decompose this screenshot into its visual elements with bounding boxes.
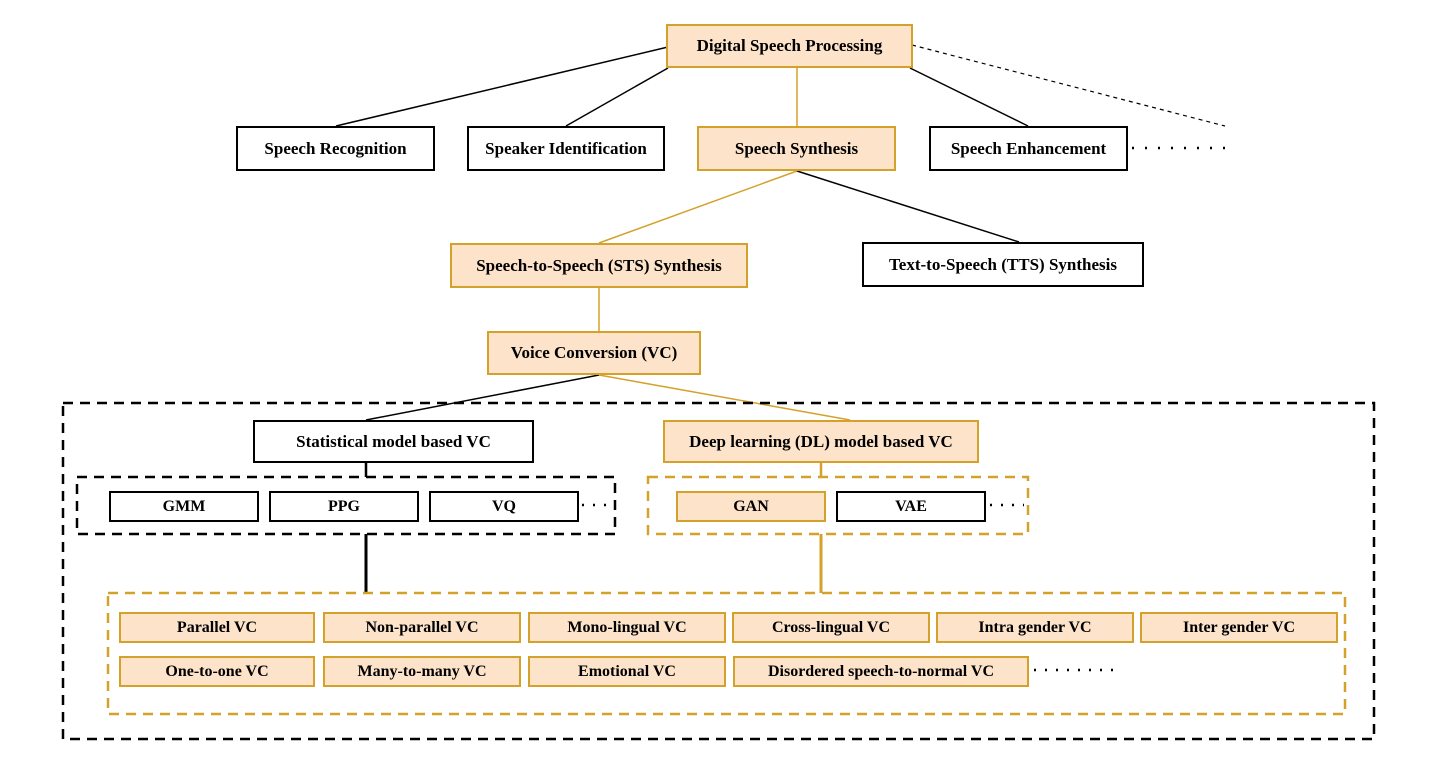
node-one-to-one-vc: One-to-one VC (119, 656, 315, 687)
node-speech-enhancement: Speech Enhancement (929, 126, 1128, 171)
node-ppg: PPG (269, 491, 419, 522)
node-tts-synthesis: Text-to-Speech (TTS) Synthesis (862, 242, 1144, 287)
node-parallel-vc: Parallel VC (119, 612, 315, 643)
vc-types-box (106, 591, 1347, 716)
node-vq: VQ (429, 491, 579, 522)
node-gmm: GMM (109, 491, 259, 522)
dl-methods-box (646, 475, 1030, 536)
node-gan: GAN (676, 491, 826, 522)
node-intra-gender-vc: Intra gender VC (936, 612, 1134, 643)
node-many-to-many-vc: Many-to-many VC (323, 656, 521, 687)
node-voice-conversion: Voice Conversion (VC) (487, 331, 701, 375)
edge-root-identification (565, 67, 669, 127)
statistical-methods-box (75, 475, 617, 536)
edge-vc-deeplearning (598, 374, 851, 421)
node-speech-recognition: Speech Recognition (236, 126, 435, 171)
edge-vc-statistical (365, 374, 600, 421)
edge-root-more (911, 44, 1226, 127)
node-speaker-identification: Speaker Identification (467, 126, 665, 171)
node-deep-learning-model-vc: Deep learning (DL) model based VC (663, 420, 979, 463)
node-speech-synthesis: Speech Synthesis (697, 126, 896, 171)
node-disordered-speech-vc: Disordered speech-to-normal VC (733, 656, 1029, 687)
node-non-parallel-vc: Non-parallel VC (323, 612, 521, 643)
node-cross-lingual-vc: Cross-lingual VC (732, 612, 930, 643)
edge-root-recognition (335, 46, 669, 127)
node-sts-synthesis: Speech-to-Speech (STS) Synthesis (450, 243, 748, 288)
node-digital-speech-processing: Digital Speech Processing (666, 24, 913, 68)
node-vae: VAE (836, 491, 986, 522)
edge-root-enhancement (909, 67, 1029, 127)
node-mono-lingual-vc: Mono-lingual VC (528, 612, 726, 643)
outer-dashed-box (61, 401, 1376, 741)
edge-synthesis-tts (796, 170, 1020, 243)
edge-synthesis-sts (598, 170, 798, 244)
node-emotional-vc: Emotional VC (528, 656, 726, 687)
node-inter-gender-vc: Inter gender VC (1140, 612, 1338, 643)
node-statistical-model-vc: Statistical model based VC (253, 420, 534, 463)
